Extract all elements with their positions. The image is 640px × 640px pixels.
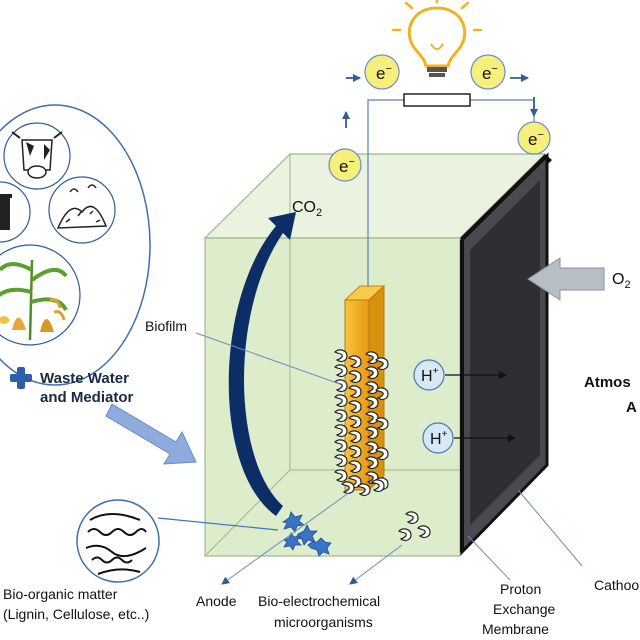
waste-water-inflow-arrow <box>105 403 197 465</box>
resistor-icon <box>403 93 471 107</box>
compost-icon <box>48 176 116 244</box>
proton-upper: H+ <box>413 359 507 391</box>
pem-label-line3: Membrane <box>482 621 549 637</box>
biofilm-leader <box>195 332 341 385</box>
svg-text:e−: e− <box>376 63 392 83</box>
bio-organic-label-line1: Bio-organic matter <box>3 586 118 602</box>
electron-top-left: e− <box>364 54 400 90</box>
atmosphere-label-line2: A <box>626 399 637 416</box>
o2-inflow-arrow <box>527 257 605 301</box>
light-bulb-icon <box>391 0 483 77</box>
microorganisms-label-line1: Bio-electrochemical <box>258 593 380 609</box>
o2-label: O2 <box>612 271 631 291</box>
bin-icon <box>0 181 31 243</box>
bio-organic-label-line2: (Lignin, Cellulose, etc..) <box>3 606 149 622</box>
svg-text:H+: H+ <box>430 429 448 448</box>
electron-anode: e− <box>328 148 362 182</box>
fiber-icon <box>76 499 160 583</box>
cathode-assembly <box>460 152 552 556</box>
biofilm-label: Biofilm <box>145 318 187 334</box>
feedstock-cluster <box>0 104 151 386</box>
co2-release-arrow <box>228 212 296 516</box>
electron-top-right: e− <box>470 54 506 90</box>
electron-flow-arrows <box>342 74 538 128</box>
bio-organic-leader <box>157 517 279 531</box>
svg-text:H+: H+ <box>421 366 439 385</box>
cathode-label: Cathoo <box>594 577 639 593</box>
svg-text:e−: e− <box>528 129 544 149</box>
svg-text:e−: e− <box>482 63 498 83</box>
pem-label-line2: Exchange <box>493 601 555 617</box>
waste-water-label-line1: Waste Water <box>40 370 129 387</box>
atmosphere-label-line1: Atmos <box>584 374 631 391</box>
plus-icon <box>10 367 32 389</box>
proton-lower: H+ <box>422 422 516 454</box>
waste-water-label-line2: and Mediator <box>40 389 134 406</box>
crops-icon <box>0 244 81 346</box>
pem-label-line1: Proton <box>500 581 541 597</box>
organic-particles <box>282 511 332 557</box>
cow-icon <box>3 122 71 190</box>
bottom-leaders <box>221 489 583 585</box>
anode-label: Anode <box>196 593 237 609</box>
electron-cathode: e− <box>517 121 551 155</box>
microorganisms-label-line2: microorganisms <box>274 614 373 630</box>
co2-label: CO2 <box>292 199 322 219</box>
svg-text:e−: e− <box>339 156 355 176</box>
